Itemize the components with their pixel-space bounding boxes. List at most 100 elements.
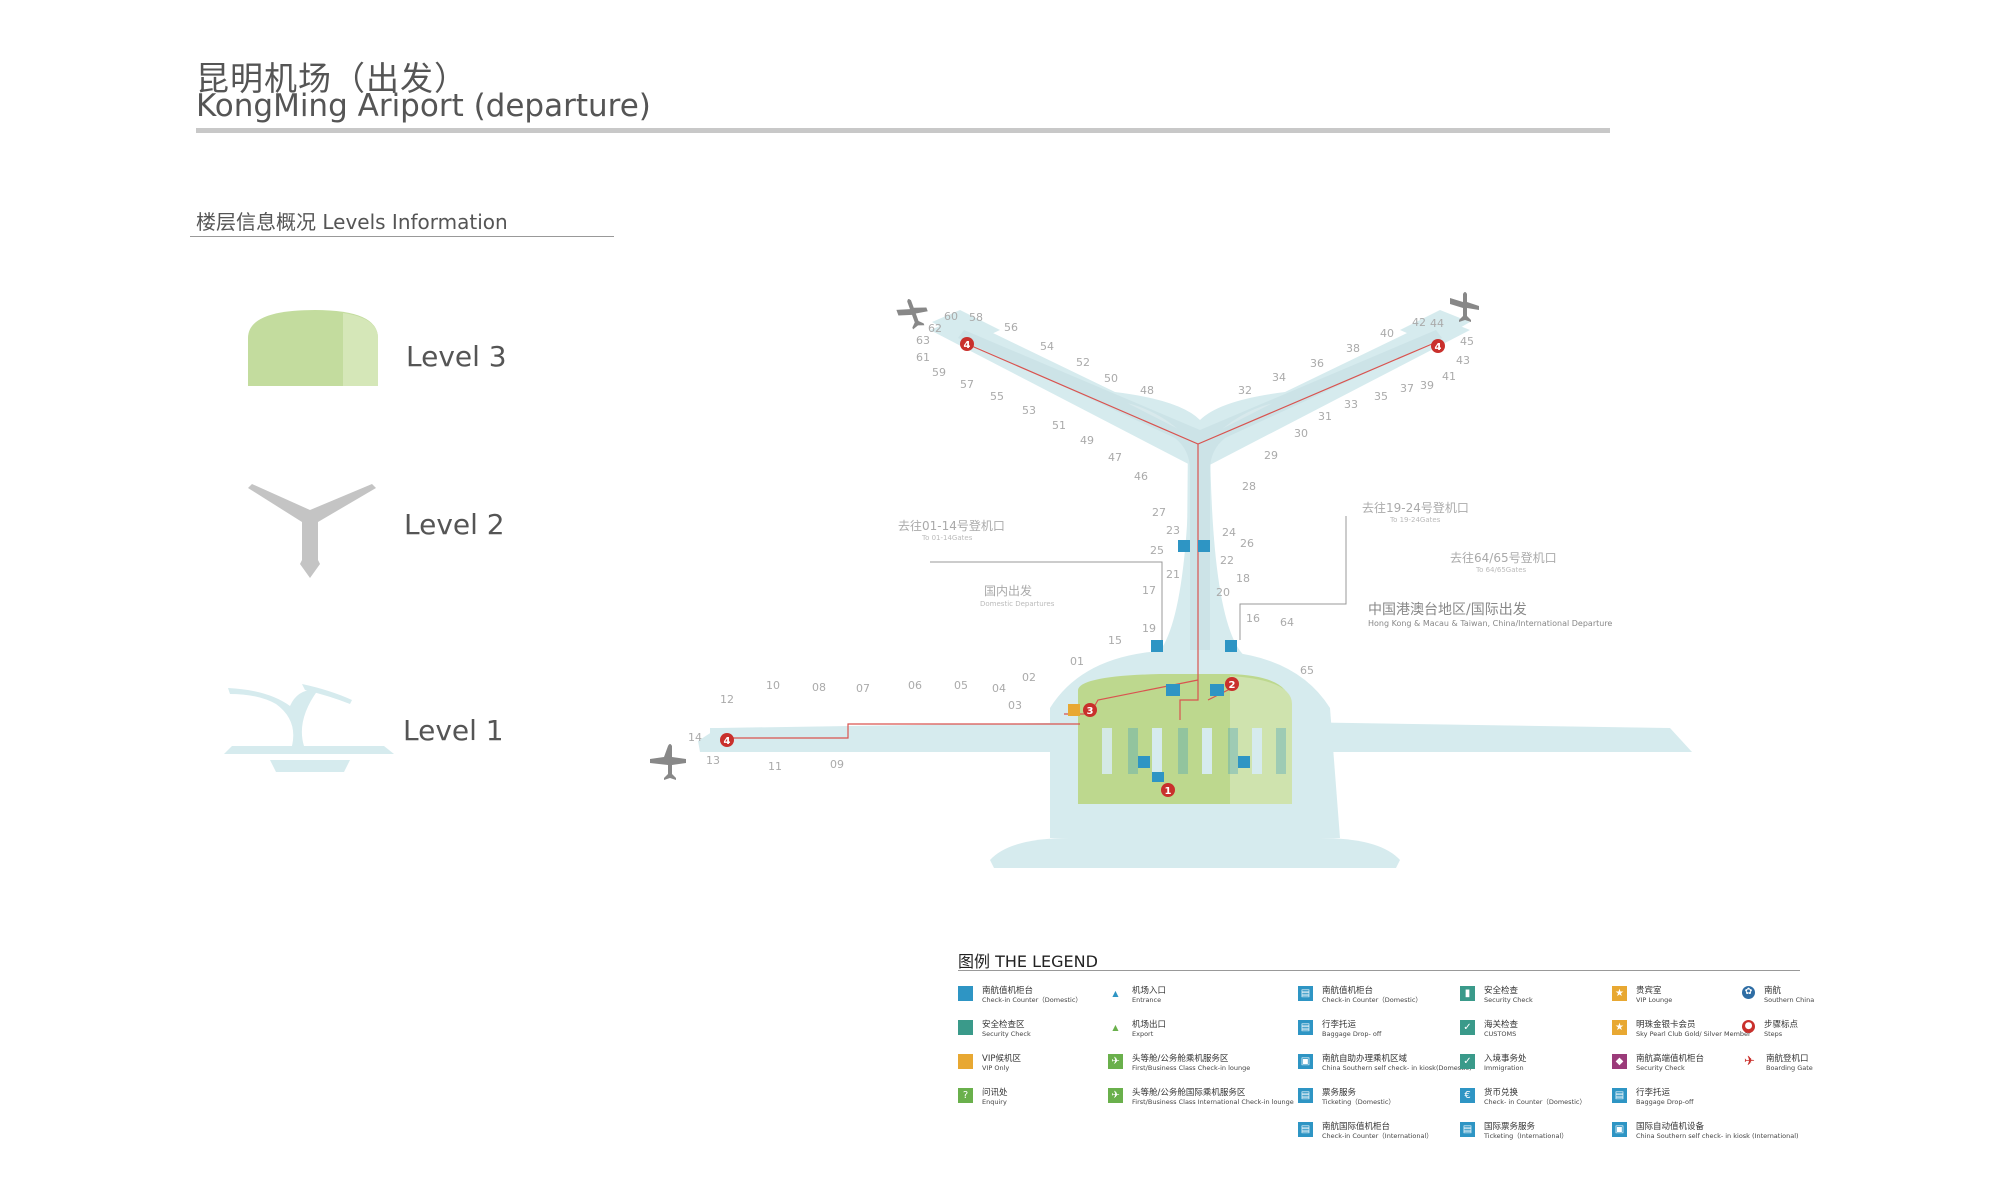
legend-item-sublabel: Sky Pearl Club Gold/ Silver Member bbox=[1636, 1030, 1751, 1038]
legend-item-label: VIP候机区 bbox=[982, 1054, 1021, 1064]
gate-label: 38 bbox=[1346, 342, 1360, 355]
gate-label: 36 bbox=[1310, 357, 1324, 370]
baggage-icon: ▤ bbox=[1612, 1088, 1627, 1103]
legend-item-sublabel: Check-in Counter（Domestic） bbox=[982, 996, 1082, 1004]
svg-text:4: 4 bbox=[964, 340, 971, 351]
gate-label: 14 bbox=[688, 731, 702, 744]
gate-label: 07 bbox=[856, 682, 870, 695]
gate-label: 62 bbox=[928, 322, 942, 335]
gate-label: 01 bbox=[1070, 655, 1084, 668]
page-title-en: KongMing Ariport (departure) bbox=[196, 88, 651, 124]
gate-label: 08 bbox=[812, 681, 826, 694]
gate-label: 56 bbox=[1004, 321, 1018, 334]
to-gates-64-65-sublabel: To 64/65Gates bbox=[1475, 566, 1527, 574]
square-icon bbox=[958, 1020, 973, 1035]
gate-label: 30 bbox=[1294, 427, 1308, 440]
baggage-icon: ▤ bbox=[1298, 1020, 1313, 1035]
legend-item-label: 问讯处 bbox=[982, 1088, 1008, 1098]
legend-item-sublabel: Entrance bbox=[1132, 996, 1162, 1004]
airplane-icon bbox=[896, 299, 928, 330]
level-1-swatch bbox=[224, 684, 394, 772]
legend-item-sublabel: China Southern self check- in kiosk(Dome… bbox=[1322, 1064, 1472, 1072]
legend-item-sublabel: Baggage Drop-off bbox=[1636, 1098, 1694, 1106]
legend-item-sublabel: CUSTOMS bbox=[1484, 1030, 1517, 1038]
level-3-swatch bbox=[248, 310, 378, 386]
legend-title: 图例 THE LEGEND bbox=[958, 952, 1098, 971]
gate-label: 21 bbox=[1166, 568, 1180, 581]
annotation-leaders bbox=[930, 516, 1347, 640]
legend-item-sublabel: Immigration bbox=[1484, 1064, 1524, 1072]
to-gates-19-24-label: 去往19-24号登机口 bbox=[1362, 500, 1469, 515]
legend-item-sublabel: China Southern self check- in kiosk (Int… bbox=[1636, 1132, 1799, 1140]
gate-label: 58 bbox=[969, 311, 983, 324]
gate-label: 28 bbox=[1242, 480, 1256, 493]
map-annotations: 去往01-14号登机口 To 01-14Gates 去往19-24号登机口 To… bbox=[898, 500, 1612, 628]
gate-label: 15 bbox=[1108, 634, 1122, 647]
svg-text:4: 4 bbox=[1435, 342, 1442, 353]
gate-label: 26 bbox=[1240, 537, 1254, 550]
levels-divider bbox=[190, 236, 614, 237]
level-2-label: Level 2 bbox=[404, 508, 505, 541]
gate-label: 19 bbox=[1142, 622, 1156, 635]
gate-label: 10 bbox=[766, 679, 780, 692]
question-icon: ? bbox=[958, 1088, 973, 1103]
step-icon: ● bbox=[1742, 1020, 1755, 1033]
gate-label: 27 bbox=[1152, 506, 1166, 519]
currency-icon: € bbox=[1460, 1088, 1475, 1103]
legend-item-sublabel: Steps bbox=[1764, 1030, 1783, 1038]
checkin-islands bbox=[1102, 728, 1286, 774]
ticket-icon: ▤ bbox=[1298, 1088, 1313, 1103]
gate-label: 11 bbox=[768, 760, 782, 773]
step-marker-3: 3 bbox=[1083, 703, 1097, 717]
international-departures-sublabel: Hong Kong & Macau & Taiwan, China/Intern… bbox=[1368, 619, 1612, 628]
legend-item-label: 步骤标点 bbox=[1764, 1020, 1799, 1030]
legend-item-label: 明珠金银卡会员 bbox=[1636, 1020, 1696, 1030]
svg-text:1: 1 bbox=[1165, 786, 1172, 797]
gate-label: 03 bbox=[1008, 699, 1022, 712]
step-marker-4-nw: 4 bbox=[960, 337, 974, 351]
gate-label: 42 bbox=[1412, 316, 1426, 329]
premium-icon: ◆ bbox=[1612, 1054, 1627, 1069]
legend-item-sublabel: Check-in Counter（Domestic） bbox=[1322, 996, 1422, 1004]
levels-heading: 楼层信息概况 Levels Information bbox=[196, 210, 508, 234]
gate-label: 50 bbox=[1104, 372, 1118, 385]
gate-labels: 60 58 56 54 52 50 48 62 63 61 59 57 55 5… bbox=[688, 310, 1474, 773]
svg-text:4: 4 bbox=[724, 736, 731, 747]
title-divider bbox=[196, 128, 1610, 133]
legend-item-label: 南航国际值机柜台 bbox=[1322, 1122, 1391, 1132]
gate-label: 05 bbox=[954, 679, 968, 692]
gate-label: 51 bbox=[1052, 419, 1066, 432]
legend-item-sublabel: First/Business Class International Check… bbox=[1132, 1098, 1294, 1106]
legend-item-label: 行李托运 bbox=[1636, 1088, 1671, 1098]
domestic-departures-label: 国内出发 bbox=[984, 583, 1032, 598]
gate-label: 16 bbox=[1246, 612, 1260, 625]
legend-item-sublabel: Ticketing（Domestic） bbox=[1322, 1098, 1395, 1106]
gate-label: 31 bbox=[1318, 410, 1332, 423]
gate-label: 13 bbox=[706, 754, 720, 767]
legend-item-label: 南航 bbox=[1764, 986, 1782, 996]
gate-label: 40 bbox=[1380, 327, 1394, 340]
legend-item-label: 入境事务处 bbox=[1484, 1054, 1527, 1064]
member-icon: ★ bbox=[1612, 1020, 1627, 1035]
map-facility-icons bbox=[1068, 540, 1250, 782]
kiosk-intl-icon: ▣ bbox=[1612, 1122, 1627, 1137]
checkin-intl-icon: ▤ bbox=[1298, 1122, 1313, 1137]
gate-label: 52 bbox=[1076, 356, 1090, 369]
airplane-icon bbox=[650, 744, 686, 780]
gate-label: 22 bbox=[1220, 554, 1234, 567]
legend-item-sublabel: Security Check bbox=[1636, 1064, 1685, 1072]
route-lines bbox=[733, 343, 1433, 739]
gate-label: 63 bbox=[916, 334, 930, 347]
